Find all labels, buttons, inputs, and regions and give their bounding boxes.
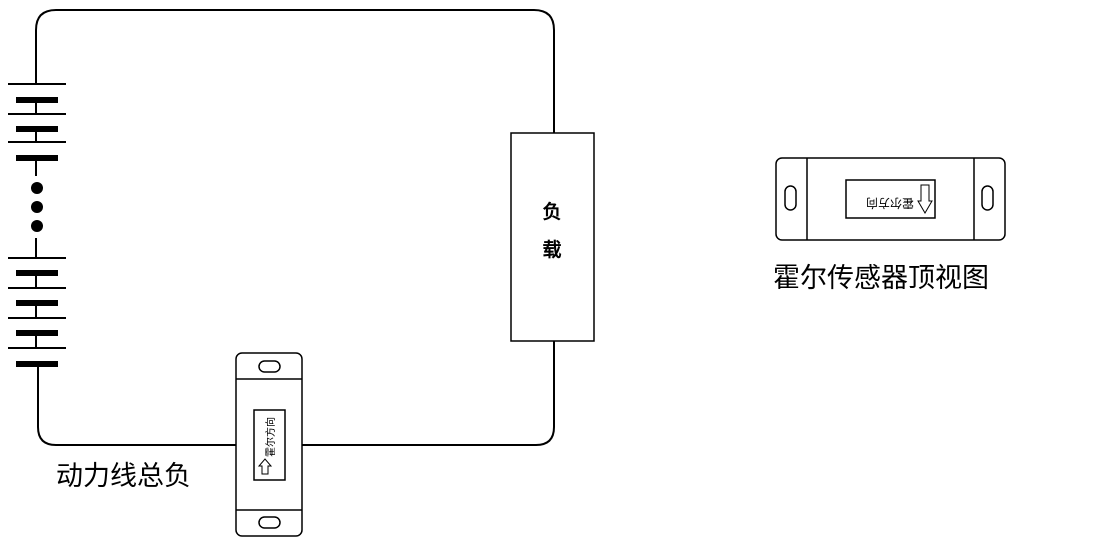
battery-ellipsis-dots — [31, 182, 43, 232]
sensor-mount-hole-top — [258, 360, 281, 373]
sensor-top-direction-text: 霍尔方向 — [866, 196, 914, 211]
battery-stack-upper — [8, 83, 66, 176]
sensor-mount-hole-bottom — [258, 516, 281, 529]
load-label-bottom: 载 — [542, 238, 561, 261]
battery-stack-lower — [8, 238, 66, 367]
wire-caption: 动力线总负 — [56, 461, 191, 492]
sensor-direction-arrow-icon — [257, 458, 273, 475]
sensor-top-mount-hole-left — [784, 185, 797, 211]
circuit-wire-bottom-left — [37, 364, 236, 446]
sensor-direction-text: 霍尔方向 — [264, 417, 277, 457]
load-label-top: 负 — [542, 200, 561, 223]
circuit-wire-loop — [35, 9, 555, 133]
sensor-top-direction-label-box — [845, 179, 936, 219]
circuit-wire-right-lower — [302, 341, 555, 446]
sensor-top-direction-arrow-icon — [917, 184, 933, 214]
load-box — [510, 132, 595, 342]
sensor-top-mount-hole-right — [981, 185, 994, 211]
hall-sensor-top-view: 霍尔方向 — [775, 157, 1006, 241]
hall-sensor-on-wire: 霍尔方向 — [235, 352, 303, 537]
sensor-direction-label-box — [253, 409, 286, 481]
sensor-top-view-caption: 霍尔传感器顶视图 — [773, 263, 989, 294]
